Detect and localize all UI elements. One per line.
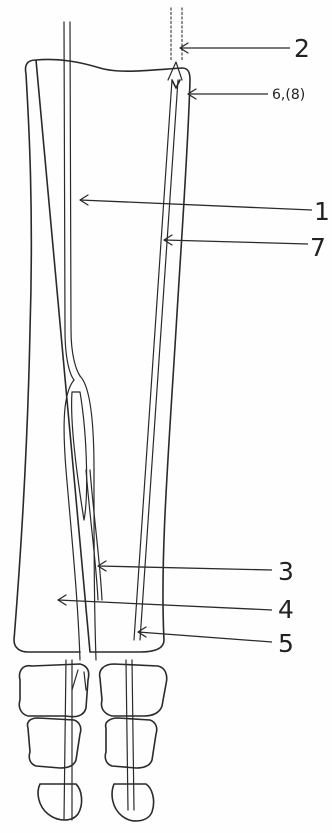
callout-line-3: [98, 566, 272, 570]
tendon-7-top-fork: [168, 62, 182, 80]
label-3: 3: [278, 557, 294, 586]
tendon-1-right: [70, 22, 80, 376]
callout-line-1: [80, 200, 312, 210]
callout-line-7: [164, 240, 308, 244]
right-phalanx-2: [105, 718, 157, 768]
right-digit-tendon: [126, 660, 134, 810]
left-phalanx-1: [19, 664, 88, 717]
left-phalanx-2: [27, 718, 80, 768]
tendon-branch-loop: [72, 392, 87, 520]
callout-line-4: [58, 600, 272, 610]
left-digit-tendon: [64, 660, 72, 820]
left-hoof: [38, 784, 82, 820]
label-7: 7: [310, 233, 326, 262]
right-hoof: [112, 784, 154, 821]
tendon-1-left: [64, 22, 74, 380]
tendon-branch-inner: [80, 376, 96, 660]
label-5: 5: [278, 629, 294, 658]
tendon-7-top-cap: [172, 80, 180, 88]
label-6-8: 6,(8): [272, 87, 305, 103]
tendon-7-left: [134, 80, 172, 640]
label-2: 2: [294, 34, 310, 63]
interdigital-mark: [72, 670, 86, 690]
callout-line-5: [138, 632, 272, 642]
tendon-7-right: [140, 80, 178, 640]
label-4: 4: [278, 595, 294, 624]
label-1: 1: [314, 197, 330, 226]
